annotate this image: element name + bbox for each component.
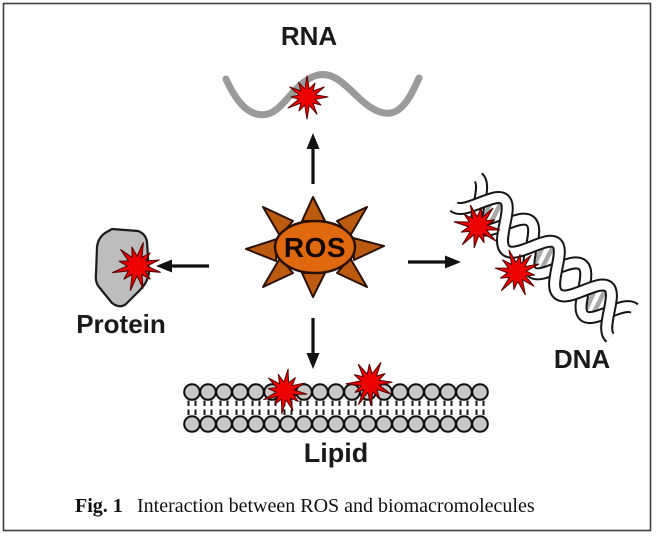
arrow-to-rna — [306, 133, 320, 184]
caption-fig-number: Fig. 1 — [75, 495, 123, 517]
rna-label: RNA — [281, 21, 338, 51]
ros-body — [273, 219, 357, 275]
figure-frame — [2, 2, 652, 532]
protein-label: Protein — [76, 309, 166, 339]
figure-caption: Fig. 1 Interaction between ROS and bioma… — [75, 495, 535, 517]
dna-rungs — [480, 197, 613, 322]
lipid-bilayer-icon — [183, 383, 489, 433]
arrow-to-lipid — [306, 318, 320, 369]
dna-helix-icon — [449, 172, 639, 343]
arrow-to-protein — [156, 259, 209, 273]
rna-strand-icon — [222, 71, 423, 119]
damage-burst-icon — [287, 75, 329, 120]
lipid-label: Lipid — [304, 438, 368, 468]
ros-sun-icon: ROS — [245, 196, 385, 298]
dna-label: DNA — [554, 344, 611, 374]
ros-label: ROS — [284, 232, 346, 263]
caption-text: Interaction between ROS and biomacromole… — [137, 495, 535, 517]
arrow-to-dna — [408, 255, 461, 269]
